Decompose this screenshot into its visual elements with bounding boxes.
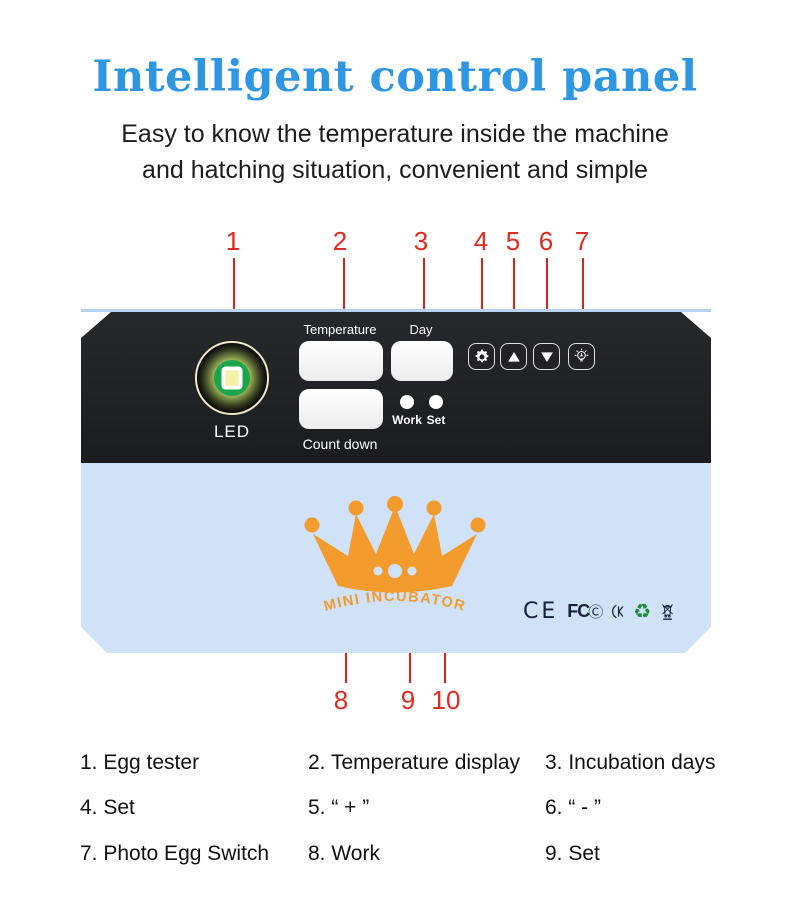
minus-button[interactable] <box>533 343 560 370</box>
callout-number-1: 1 <box>225 226 241 256</box>
page-subtitle: Easy to know the temperature inside the … <box>0 116 790 188</box>
callout-line-7 <box>582 258 584 343</box>
callout-line-2 <box>343 258 345 319</box>
callout-line-4 <box>481 258 483 343</box>
led-label: LED <box>213 422 251 441</box>
callout-line-6 <box>546 258 548 343</box>
callout-number-7: 7 <box>574 226 590 256</box>
led-chip <box>221 366 243 390</box>
photo-egg-switch-button[interactable] <box>568 343 595 370</box>
countdown-label: Count down <box>302 436 378 452</box>
callout-line-1 <box>233 258 235 310</box>
crown-logo: MINI INCUBATOR <box>304 496 486 615</box>
panel-top-edge <box>81 309 711 312</box>
temperature-label: Temperature <box>303 322 377 337</box>
control-panel: LED Temperature Day Count down Work Set <box>81 309 711 653</box>
legend-item-5: 5. “ + ” <box>308 796 370 819</box>
day-display <box>391 341 453 381</box>
up-triangle-icon <box>506 349 522 365</box>
legend-item-7: 7. Photo Egg Switch <box>80 842 270 865</box>
brand-text: MINI INCUBATOR <box>322 589 466 615</box>
callout-number-3: 3 <box>413 226 429 256</box>
weee-bin-icon <box>660 602 675 621</box>
legend-item-3: 3. Incubation days <box>545 751 716 774</box>
countdown-display <box>299 389 383 429</box>
work-indicator <box>400 395 414 409</box>
down-triangle-icon <box>539 349 555 365</box>
kc-mark-icon <box>611 603 624 620</box>
legend-item-8: 8. Work <box>308 842 380 865</box>
set-indicator-label: Set <box>426 413 446 427</box>
callout-number-2: 2 <box>332 226 348 256</box>
gear-icon <box>473 348 491 366</box>
legend-item-6: 6. “ - ” <box>545 796 601 819</box>
callout-line-5 <box>513 258 515 343</box>
page-title: Intelligent control panel <box>92 52 698 102</box>
work-indicator-label: Work <box>392 413 422 427</box>
temperature-display <box>299 341 383 381</box>
legend-item-9: 9. Set <box>545 842 600 865</box>
recycle-icon: ♻ <box>633 601 652 623</box>
callout-line-3 <box>423 258 425 319</box>
callout-number-8: 8 <box>333 685 349 715</box>
day-label: Day <box>409 322 433 337</box>
subtitle-line-1: Easy to know the temperature inside the … <box>121 120 669 148</box>
svg-text:MINI INCUBATOR: MINI INCUBATOR <box>322 589 468 615</box>
bulb-icon <box>572 347 591 366</box>
legend-item-1: 1. Egg tester <box>80 751 200 774</box>
callout-number-4: 4 <box>473 226 489 256</box>
callout-number-9: 9 <box>400 685 416 715</box>
panel-face: LED Temperature Day Count down Work Set <box>81 312 711 463</box>
callout-number-5: 5 <box>505 226 521 256</box>
led-glow <box>214 360 250 396</box>
subtitle-line-2: and hatching situation, convenient and s… <box>142 156 648 184</box>
callout-number-6: 6 <box>538 226 554 256</box>
ce-mark: CE <box>523 599 559 624</box>
legend-item-2: 2. Temperature display <box>308 751 521 774</box>
egg-tester-led <box>195 341 269 415</box>
set-button[interactable] <box>468 343 495 370</box>
legend-item-4: 4. Set <box>80 796 135 819</box>
set-indicator <box>429 395 443 409</box>
plus-button[interactable] <box>500 343 527 370</box>
callout-number-10: 10 <box>431 685 461 715</box>
